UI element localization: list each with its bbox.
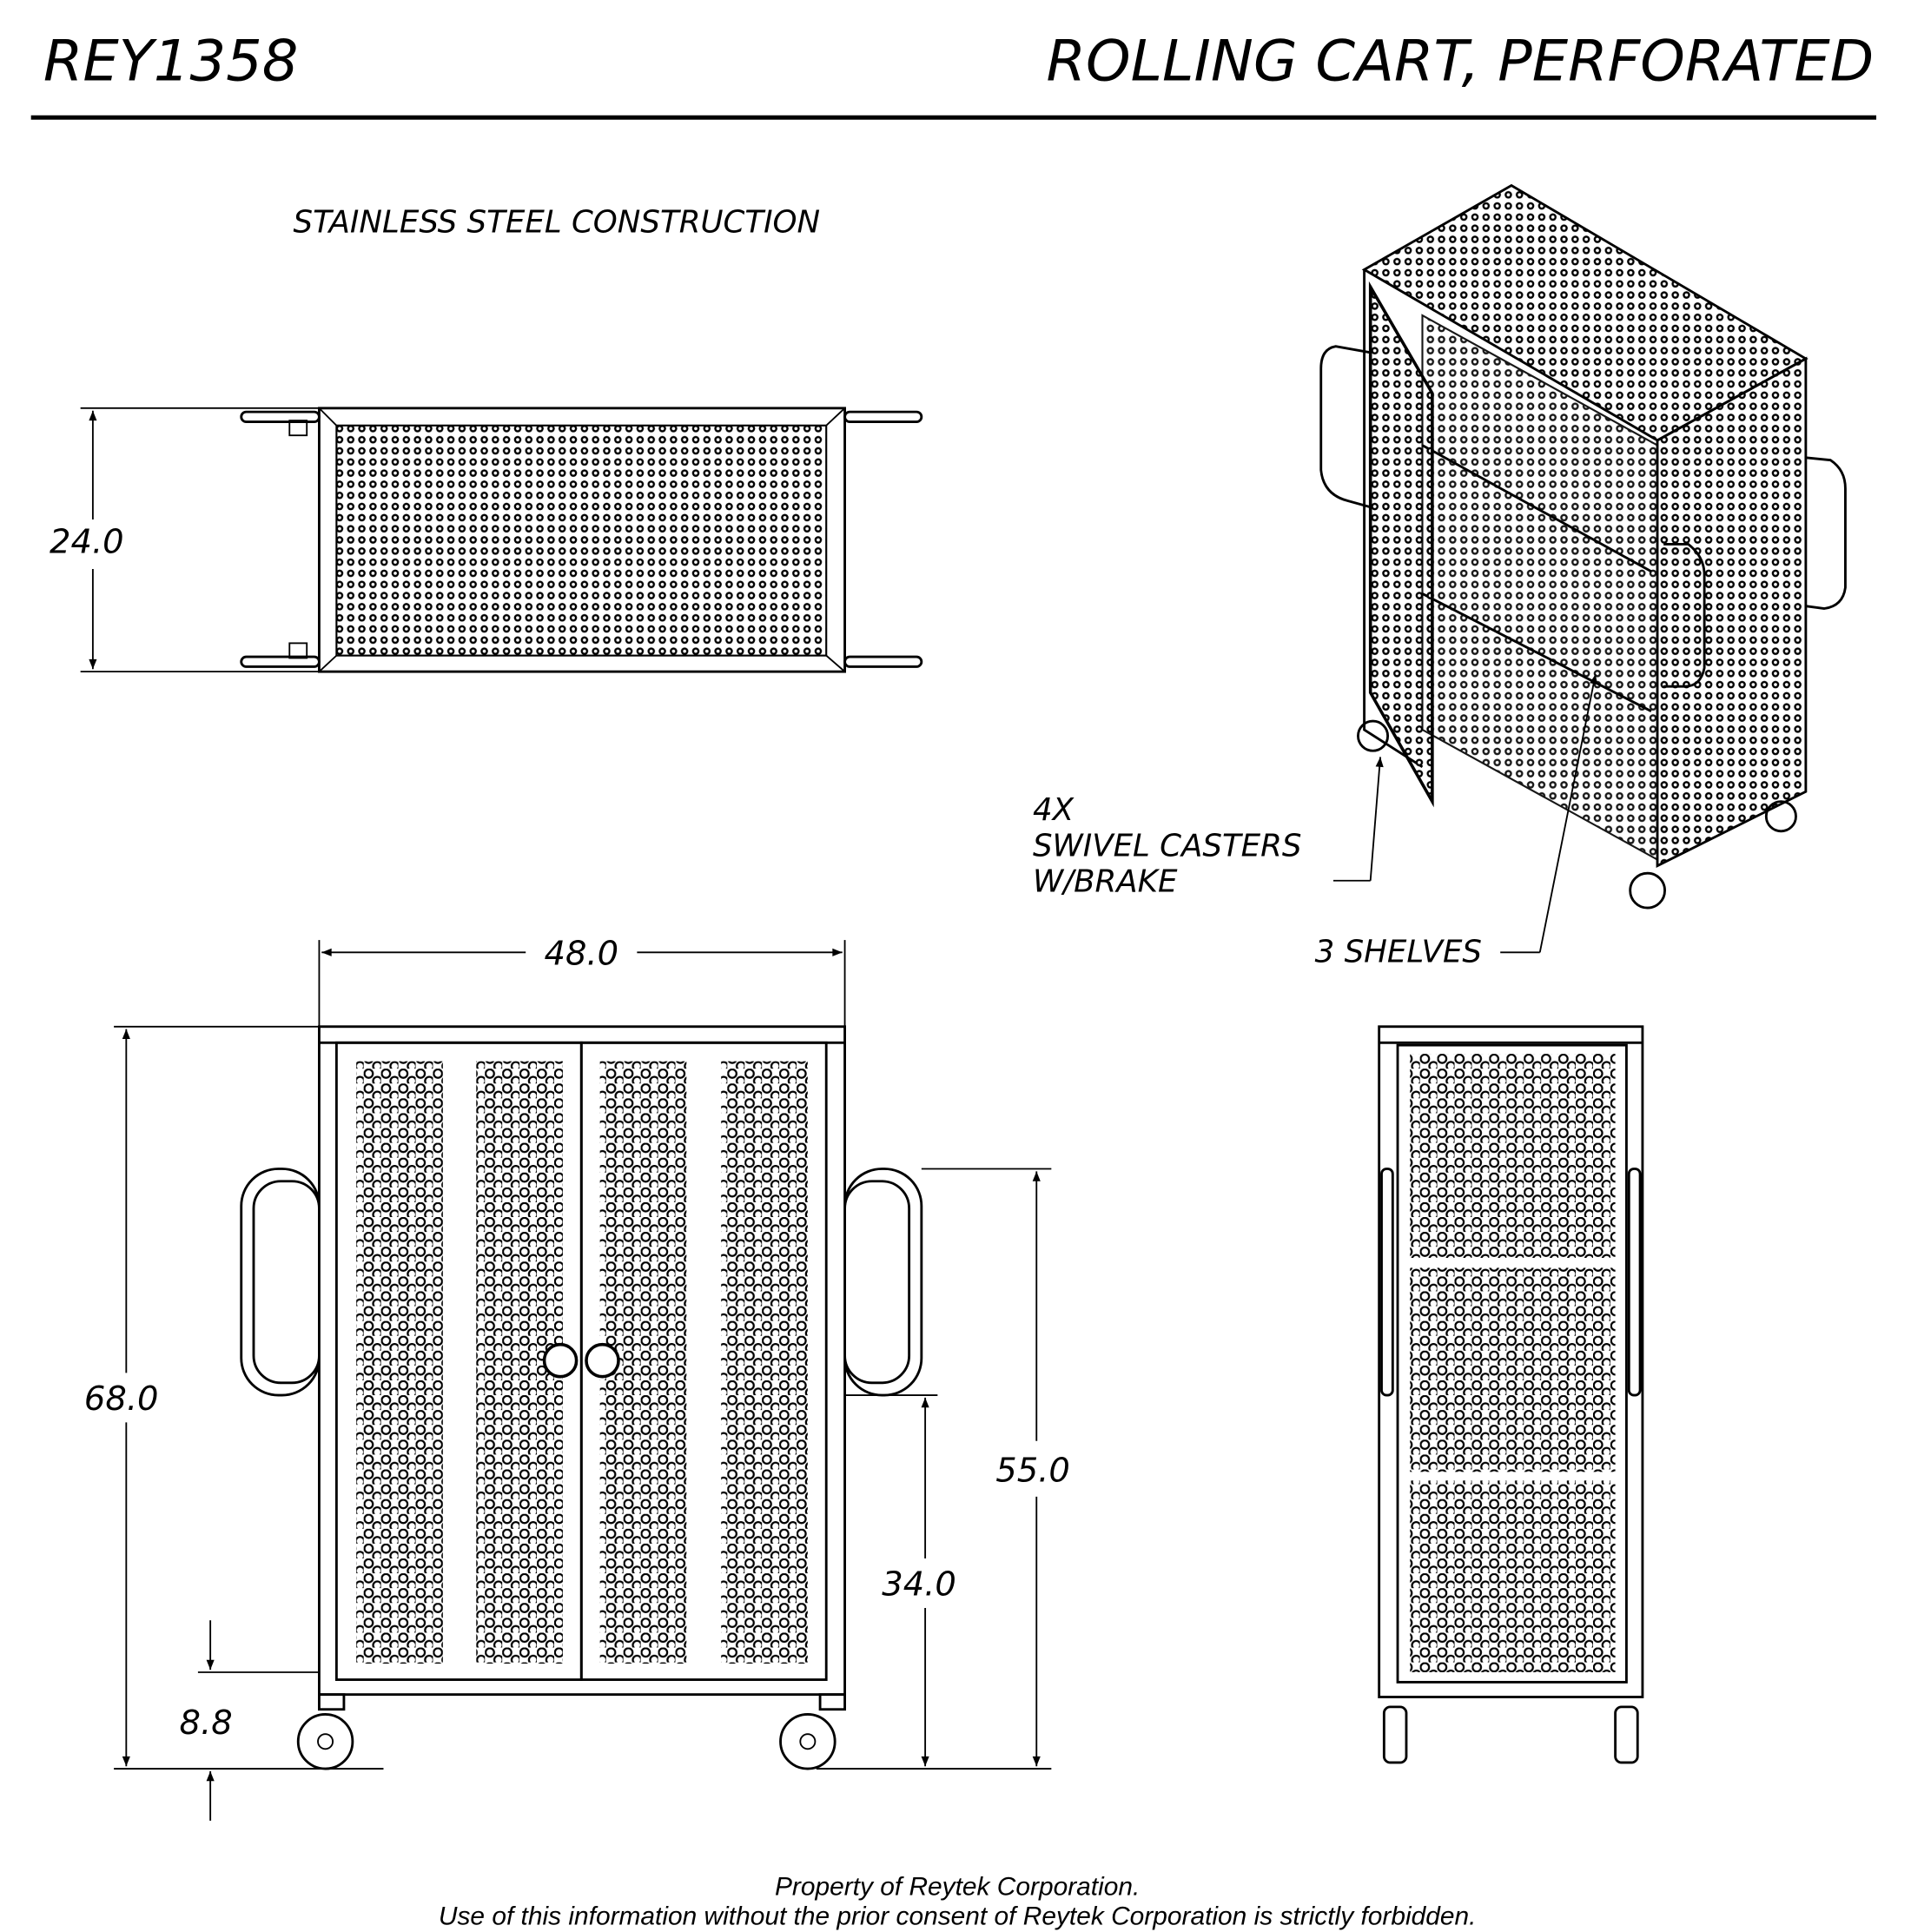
shelves-note: 3 SHELVES	[1315, 935, 1482, 970]
depth-dimension: 24.0	[50, 407, 320, 673]
casters-note-line2: W/BRAKE	[1033, 864, 1178, 900]
door-latch-left	[542, 1342, 579, 1379]
width-dimension: 48.0	[318, 935, 846, 1027]
width-value: 48.0	[544, 935, 618, 974]
front-view	[240, 1025, 923, 1770]
handle-bottom-value: 34.0	[882, 1565, 956, 1604]
top-view	[240, 407, 923, 673]
isometric-view	[1319, 183, 1847, 954]
material-note: STAINLESS STEEL CONSTRUCTION	[294, 205, 821, 241]
height-value: 68.0	[84, 1380, 159, 1419]
footer-property-notice: Property of Reytek Corporation.	[775, 1872, 1140, 1901]
part-number: REY1358	[43, 29, 299, 95]
height-dimension: 68.0	[84, 1025, 384, 1770]
clearance-value: 8.8	[180, 1704, 233, 1743]
handle-dimensions: 55.0 34.0	[816, 1168, 1070, 1770]
side-view	[1378, 1025, 1644, 1764]
handle-top-value: 55.0	[995, 1452, 1070, 1491]
casters-note-line1: SWIVEL CASTERS	[1033, 828, 1302, 863]
casters-qty-note: 4X	[1033, 792, 1075, 828]
clearance-dimension: 8.8	[180, 1620, 320, 1821]
drawing-title: ROLLING CART, PERFORATED	[1047, 29, 1875, 95]
footer-usage-notice: Use of this information without the prio…	[439, 1902, 1477, 1930]
depth-value: 24.0	[50, 522, 124, 561]
door-latch-right	[585, 1342, 620, 1379]
